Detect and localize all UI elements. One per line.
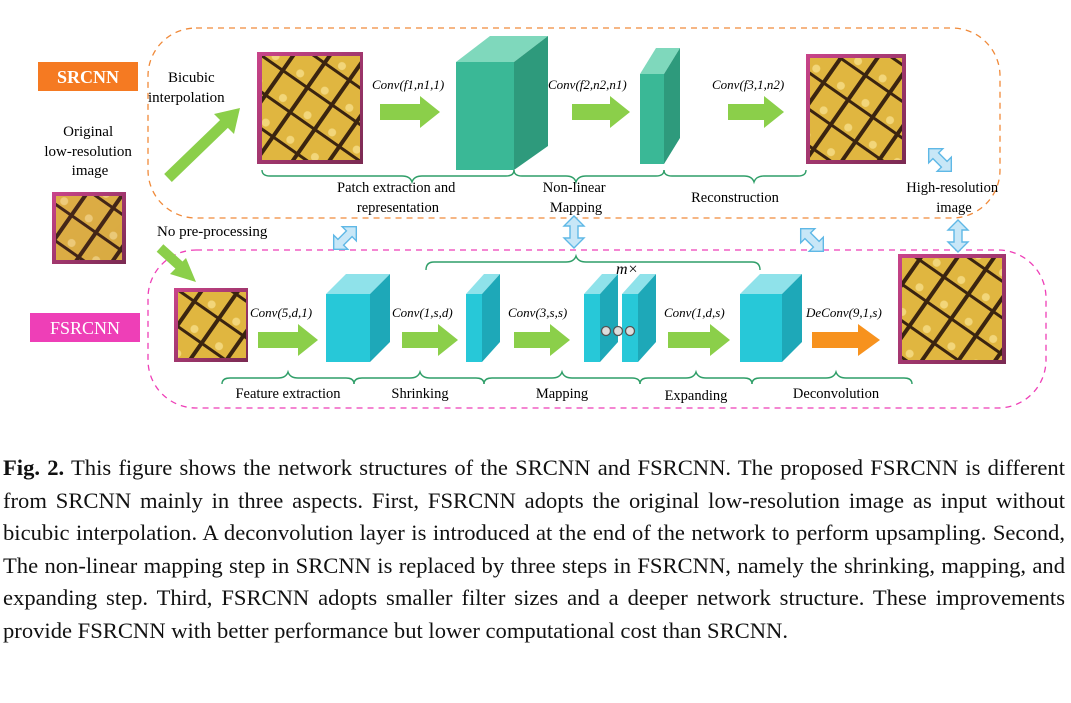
fsrcnn-brace-shrinking — [353, 369, 485, 385]
correspondence-arrow-2 — [562, 215, 586, 249]
caption-text: This figure shows the network structures… — [3, 455, 1066, 643]
fsrcnn-brace-feature — [221, 369, 355, 385]
fsrcnn-brace-mapping — [483, 369, 641, 385]
fsrcnn-group-outline — [147, 249, 1047, 409]
correspondence-arrow-3 — [799, 227, 825, 253]
fsrcnn-conv4-label: Conv(1,d,s) — [664, 305, 725, 320]
bicubic-label: Bicubic interpolation — [148, 70, 225, 106]
srcnn-input-image — [257, 52, 363, 164]
stage-patch-label: Patch extraction and representation — [337, 180, 459, 216]
caption-label: Fig. 2. — [3, 455, 65, 480]
srcnn-conv2-label: Conv(f2,n2,n1) — [548, 77, 627, 92]
bicubic-arrow — [164, 108, 240, 182]
fsrcnn-conv1-label: Conv(5,d,1) — [250, 305, 312, 320]
srcnn-conv3-label: Conv(f3,1,n2) — [712, 77, 784, 92]
srcnn-badge-label: SRCNN — [57, 67, 119, 87]
repeat-brace — [425, 253, 761, 271]
fsrcnn-arrow-2 — [402, 324, 458, 356]
high-res-label: High-resolution image — [906, 180, 1001, 216]
fsrcnn-block-mapping-2 — [622, 274, 656, 362]
srcnn-conv1-label: Conv(f1,n1,1) — [372, 77, 444, 92]
fsrcnn-block-feature — [326, 274, 390, 362]
stage-mapping-label: Mapping — [536, 386, 588, 402]
fsrcnn-brace-expanding — [639, 369, 753, 385]
srcnn-badge: SRCNN — [38, 62, 138, 91]
original-image-label: Original low-resolution image — [44, 124, 135, 179]
srcnn-output-image — [806, 54, 906, 164]
no-preprocessing-label: No pre-processing — [157, 224, 268, 240]
no-preprocessing-arrow — [156, 244, 196, 282]
fsrcnn-brace-deconv — [751, 369, 913, 385]
fsrcnn-deconv-label: DeConv(9,1,s) — [805, 305, 882, 320]
fsrcnn-block-shrinking — [466, 274, 500, 362]
srcnn-block-2 — [640, 48, 680, 164]
srcnn-brace-nonlinear — [513, 169, 665, 185]
srcnn-arrow-3 — [728, 96, 784, 128]
fsrcnn-badge-bg — [30, 313, 140, 342]
fsrcnn-arrow-3 — [514, 324, 570, 356]
network-structure-diagram: SRCNN FSRCNN Original low-resolution ima… — [30, 27, 1047, 409]
stage-expanding-label: Expanding — [665, 388, 728, 404]
ellipsis-dots — [600, 325, 636, 337]
stage-deconvolution-label: Deconvolution — [793, 386, 880, 402]
fsrcnn-arrow-1 — [258, 324, 318, 356]
srcnn-arrow-1 — [380, 96, 440, 128]
srcnn-block-1 — [456, 36, 548, 170]
figure-caption: Fig. 2. This figure shows the network st… — [3, 452, 1065, 648]
srcnn-brace-reconstruction — [663, 169, 807, 185]
fsrcnn-input-image — [174, 288, 248, 362]
correspondence-arrow-1 — [332, 225, 358, 251]
fsrcnn-conv2-label: Conv(1,s,d) — [392, 305, 453, 320]
fsrcnn-output-image — [898, 254, 1006, 364]
stage-reconstruction-label: Reconstruction — [691, 190, 780, 206]
repeat-label: m× — [616, 261, 638, 278]
stage-feature-label: Feature extraction — [235, 386, 341, 402]
correspondence-arrow-4 — [927, 147, 953, 173]
original-lowres-image — [52, 192, 126, 264]
srcnn-arrow-2 — [572, 96, 630, 128]
fsrcnn-block-mapping-1 — [584, 274, 618, 362]
correspondence-arrow-5 — [946, 219, 970, 253]
stage-shrinking-label: Shrinking — [391, 386, 448, 402]
stage-nonlinear-label: Non-linear Mapping — [543, 180, 609, 216]
deconv-arrow — [812, 324, 880, 356]
fsrcnn-badge-label: FSRCNN — [50, 318, 120, 338]
fsrcnn-conv3-label: Conv(3,s,s) — [508, 305, 567, 320]
fsrcnn-badge: FSRCNN — [30, 313, 140, 342]
srcnn-badge-bg — [38, 62, 138, 91]
fsrcnn-arrow-4 — [668, 324, 730, 356]
srcnn-brace-patch — [261, 169, 515, 185]
fsrcnn-block-expanding — [740, 274, 802, 362]
